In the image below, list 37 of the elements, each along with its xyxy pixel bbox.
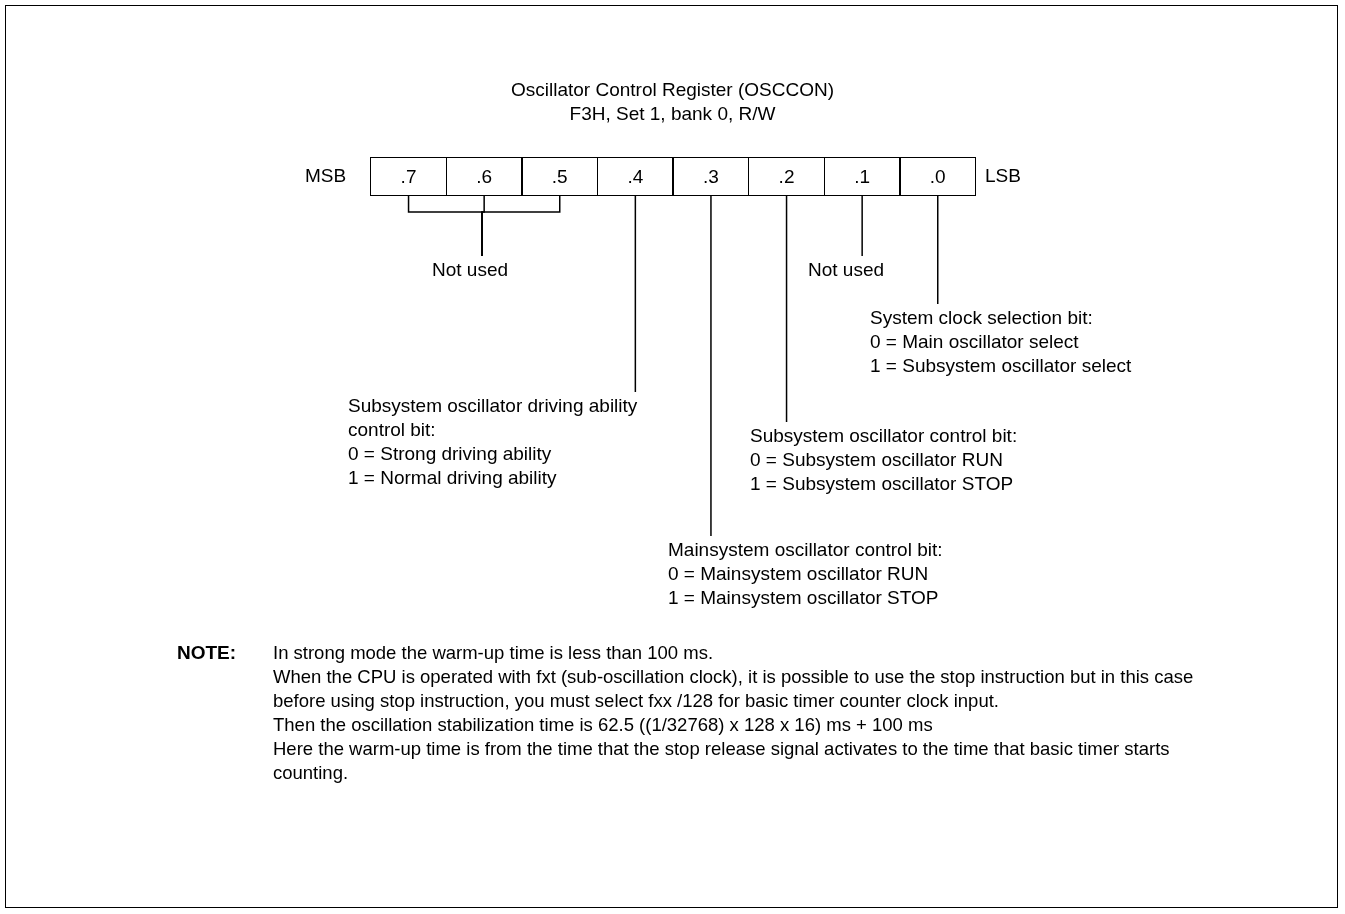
field-value-text: 1 = Subsystem oscillator select (870, 354, 1133, 378)
field-description-heading: Subsystem oscillator driving ability control bit: (348, 394, 639, 442)
field-description-heading: Subsystem oscillator control bit: (750, 424, 1019, 448)
note-text: Then the oscillation stabilization time is 62.5 ((1/32768) x 128 x 16) ms + 100 ms (273, 713, 934, 737)
field-label: Not used (432, 258, 509, 282)
bit-cell: .1 (823, 157, 901, 196)
leader-line (710, 195, 712, 537)
lsb-label: LSB (985, 164, 1021, 188)
note-text: In strong mode the warm-up time is less than 100 ms. (273, 641, 715, 665)
msb-label: MSB (305, 164, 347, 188)
leader-line (861, 195, 863, 257)
register-address-text: F3H, Set 1, bank 0, R/W (568, 102, 777, 126)
field-value-text: 0 = Subsystem oscillator RUN (750, 448, 1004, 472)
leader-line (634, 195, 637, 393)
field-value-text: 0 = Strong driving ability (348, 442, 553, 466)
note-text: When the CPU is operated with fxt (sub-oscillation clock), it is possible to use the stop instruction but in this case before using stop instruction, you must select fxx /128 for basic timer counter clock input. (273, 665, 1195, 713)
leader-line (937, 195, 939, 305)
bit-cell: .3 (672, 157, 750, 196)
note-text: Here the warm-up time is from the time that the stop release signal activates to the time that basic timer starts counting. (273, 737, 1171, 785)
register-title: Oscillator Control Register (OSCCON) (509, 78, 836, 102)
field-value-text: 0 = Mainsystem oscillator RUN (668, 562, 930, 586)
field-value-text: 0 = Main oscillator select (870, 330, 1080, 354)
bit-cell: .5 (521, 157, 599, 196)
bit-cell: .7 (370, 157, 448, 196)
leader-line (481, 195, 561, 257)
bit-cell: .2 (748, 157, 826, 196)
field-label: Not used (808, 258, 885, 282)
field-value-text: 1 = Subsystem oscillator STOP (750, 472, 1015, 496)
field-description-heading: System clock selection bit: (870, 306, 1094, 330)
field-description-heading: Mainsystem oscillator control bit: (668, 538, 944, 562)
field-value-text: 1 = Mainsystem oscillator STOP (668, 586, 940, 610)
leader-line (785, 195, 788, 423)
bit-cell: .4 (596, 157, 674, 196)
bit-cell: .0 (899, 157, 977, 196)
note-heading: NOTE: (177, 641, 237, 665)
bit-cell: .6 (445, 157, 523, 196)
field-value-text: 1 = Normal driving ability (348, 466, 558, 490)
